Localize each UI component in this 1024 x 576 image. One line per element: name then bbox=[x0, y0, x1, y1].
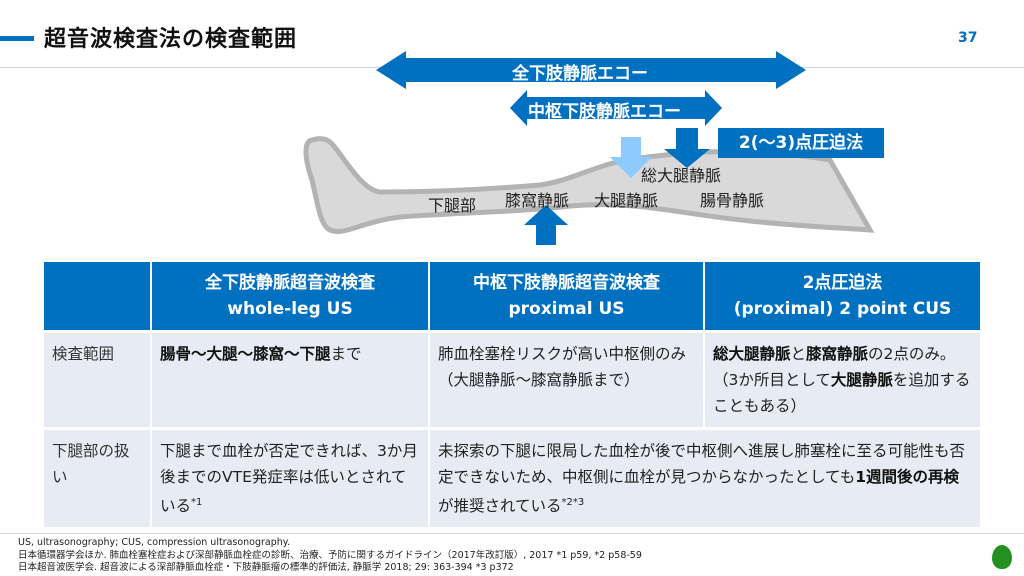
table-cell: 未探索の下腿に限局した血栓が後で中枢側へ進展し肺塞栓に至る可能性も否定できないた… bbox=[430, 427, 980, 528]
bold-text: 腸骨〜大腿〜膝窩〜下腿 bbox=[160, 345, 331, 363]
header-title: 中枢下肢静脈超音波検査 bbox=[473, 273, 660, 293]
bold-text: 大腿静脈 bbox=[830, 371, 893, 389]
table-header-row: 全下肢静脈超音波検査 whole-leg US 中枢下肢静脈超音波検査 proxim… bbox=[44, 262, 980, 330]
cus-label-box: 2(〜3)点圧迫法 bbox=[718, 128, 884, 158]
header-subtitle: proximal US bbox=[508, 299, 625, 319]
footer-references: US, ultrasonography; CUS, compression ul… bbox=[18, 537, 642, 575]
cell-text: 肺血栓塞栓リスクが高い中枢側のみ（大腿静脈〜膝窩静脈まで） bbox=[438, 345, 687, 389]
reference-1: 日本循環器学会ほか. 肺血栓塞栓症および深部静脈血栓症の診断、治療、予防に関する… bbox=[18, 549, 642, 561]
reference-2: 日本超音波医学会. 超音波による深部静脈血栓症・下肢静脈瘤の標準的評価法, 静脈… bbox=[18, 562, 514, 573]
cell-text: を追加することもある） bbox=[713, 371, 971, 415]
down-arrow-common-femoral-icon bbox=[664, 128, 710, 168]
leg-shape bbox=[303, 136, 875, 234]
header-subtitle: (proximal) 2 point CUS bbox=[733, 299, 952, 319]
full-leg-double-arrow bbox=[376, 51, 806, 89]
header-title: 2点圧迫法 bbox=[802, 273, 883, 293]
title-accent-bar bbox=[0, 36, 34, 41]
down-arrow-femoral-icon bbox=[610, 137, 652, 178]
header-subtitle: whole-leg US bbox=[227, 299, 353, 319]
header-whole-leg: 全下肢静脈超音波検査 whole-leg US bbox=[152, 262, 430, 330]
header-2-point-cus: 2点圧迫法 (proximal) 2 point CUS bbox=[705, 262, 980, 330]
page-title: 超音波検査法の検査範囲 bbox=[44, 27, 298, 52]
full-leg-us-arrow-label: 全下肢静脈エコー bbox=[512, 64, 648, 84]
bold-text: 総大腿静脈 bbox=[713, 345, 791, 363]
bold-text: 1週間後の再検 bbox=[855, 468, 960, 486]
footnote-marker: *2*3 bbox=[561, 497, 585, 508]
label-popliteal-vein: 膝窩静脈 bbox=[505, 191, 570, 210]
cell-text: 未探索の下腿に限局した血栓が後で中枢側へ進展し肺塞栓に至る可能性も否定できないた… bbox=[438, 442, 966, 486]
label-lower-leg: 下腿部 bbox=[428, 196, 477, 215]
row-header: 検査範囲 bbox=[44, 330, 152, 427]
header-cell-empty bbox=[44, 262, 152, 330]
footer-divider bbox=[0, 533, 1024, 534]
cell-text: と bbox=[790, 345, 807, 363]
label-femoral-vein: 大腿静脈 bbox=[594, 191, 659, 210]
label-iliac-vein: 腸骨静脈 bbox=[700, 191, 765, 210]
table-cell: 総大腿静脈と膝窩静脈の2点のみ。（3か所目として大腿静脈を追加することもある） bbox=[705, 330, 980, 427]
page-number: 37 bbox=[958, 30, 978, 46]
proximal-double-arrow bbox=[510, 90, 722, 126]
label-common-femoral-vein: 総大腿静脈 bbox=[641, 166, 722, 185]
logo-leaf-icon bbox=[992, 545, 1012, 569]
up-arrow-popliteal-icon bbox=[524, 205, 568, 245]
bold-text: 膝窩静脈 bbox=[806, 345, 869, 363]
leg-diagram bbox=[303, 51, 875, 245]
footnote-abbreviations: US, ultrasonography; CUS, compression ul… bbox=[18, 537, 291, 548]
table-cell: 下腿まで血栓が否定できれば、3か月後までのVTE発症率は低いとされている*1 bbox=[152, 427, 430, 528]
cell-text: が推奨されている bbox=[438, 497, 562, 516]
cell-text: の2点のみ。（3か所目として bbox=[713, 345, 956, 389]
table-cell: 腸骨〜大腿〜膝窩〜下腿まで bbox=[152, 330, 430, 427]
table-row: 検査範囲 腸骨〜大腿〜膝窩〜下腿まで 肺血栓塞栓リスクが高い中枢側のみ（大腿静脈… bbox=[44, 330, 980, 427]
cell-text: 下腿まで血栓が否定できれば、3か月後までのVTE発症率は低いとされている bbox=[160, 442, 418, 516]
row-header: 下腿部の扱い bbox=[44, 427, 152, 528]
header-title: 全下肢静脈超音波検査 bbox=[205, 273, 375, 293]
header-proximal: 中枢下肢静脈超音波検査 proximal US bbox=[430, 262, 705, 330]
table-row: 下腿部の扱い 下腿まで血栓が否定できれば、3か月後までのVTE発症率は低いとされ… bbox=[44, 427, 980, 528]
footnote-marker: *1 bbox=[191, 497, 203, 508]
table-cell: 肺血栓塞栓リスクが高い中枢側のみ（大腿静脈〜膝窩静脈まで） bbox=[430, 330, 705, 427]
proximal-us-arrow-label: 中枢下肢静脈エコー bbox=[528, 102, 681, 122]
comparison-table: 全下肢静脈超音波検査 whole-leg US 中枢下肢静脈超音波検査 proxim… bbox=[44, 262, 980, 528]
cell-text: まで bbox=[330, 345, 362, 363]
